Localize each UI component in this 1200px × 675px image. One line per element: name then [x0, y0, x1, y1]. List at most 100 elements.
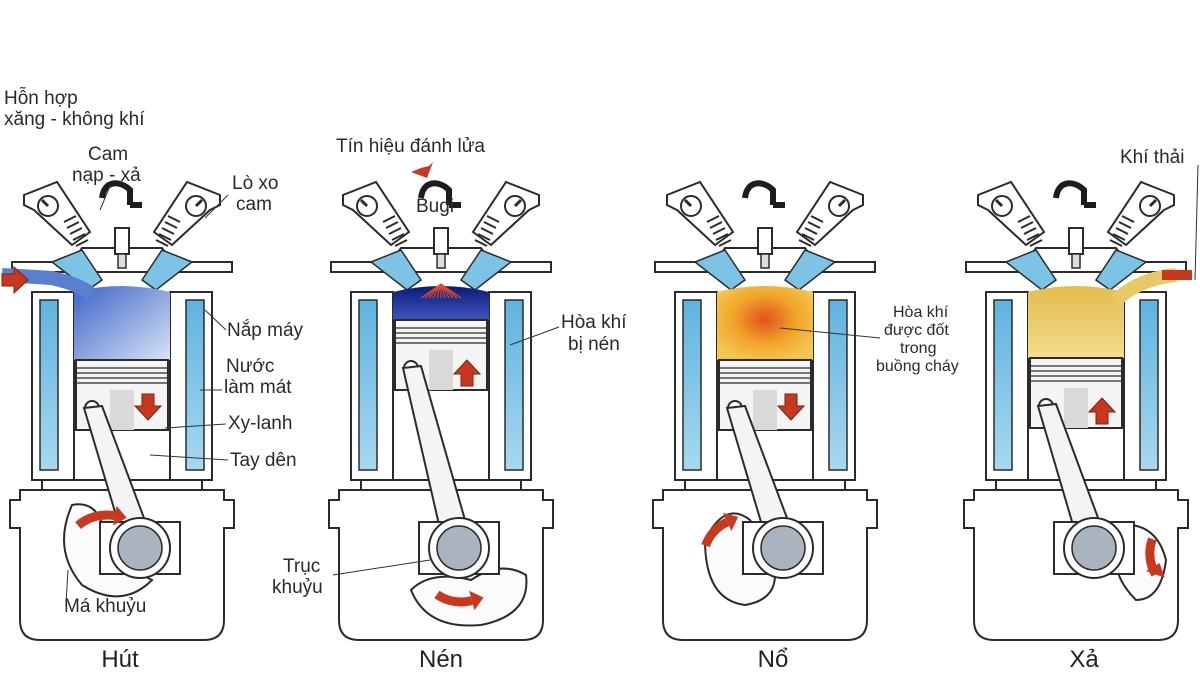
spring-right-coil — [486, 215, 500, 223]
crank-rotation-arrow-shaft — [701, 517, 730, 548]
coolant-jacket-right — [828, 299, 848, 471]
spring-right-coil — [798, 239, 812, 247]
label-spark-plug: Bugi — [416, 196, 455, 217]
coolant-jacket-right — [504, 299, 524, 471]
spring-right-coil — [158, 233, 172, 241]
spark-plug-tip — [117, 253, 127, 269]
rocker-housing-right — [152, 180, 221, 247]
label-exhaust-gas: Khí thải — [1120, 147, 1185, 168]
leader-crankshaft — [332, 559, 431, 576]
combustion-gas — [393, 286, 489, 320]
spark-plug — [114, 227, 130, 255]
spark-ray — [436, 283, 442, 299]
spring-left-coil — [391, 233, 405, 241]
label-connecting-rod: Tay dên — [230, 450, 297, 471]
spring-left-coil — [394, 239, 408, 247]
piston-skirt-shade — [110, 390, 134, 430]
label-burn-3: trong — [900, 340, 937, 357]
coolant-jacket-right — [185, 299, 205, 471]
spring-left-coil — [712, 227, 726, 235]
crank-rotation-arrow-head — [469, 590, 484, 611]
combustion-gas — [1028, 286, 1124, 358]
spring-right-coil — [807, 221, 821, 229]
coolant-jacket-left — [993, 299, 1013, 471]
label-cam-1: Cam — [88, 144, 129, 165]
spring-left-coil — [706, 215, 720, 223]
spring-left-coil — [69, 227, 83, 235]
spark-ray — [432, 283, 442, 299]
label-crank-web: Má khuỷu — [64, 596, 147, 617]
spring-left-coil — [75, 239, 89, 247]
exhaust-port — [1094, 249, 1148, 291]
crank-journal — [760, 525, 806, 571]
leader-connecting-rod — [149, 454, 229, 461]
piston-skirt-shade — [429, 350, 453, 390]
stroke-title-power: Nổ — [757, 646, 789, 673]
label-ignition-signal: Tín hiệu đánh lửa — [336, 136, 485, 157]
coolant-jacket-left — [682, 299, 702, 471]
rocker-housing-left — [977, 180, 1046, 247]
spring-left-coil — [1020, 221, 1034, 229]
intake-arrow — [1, 265, 29, 295]
label-cylinder-head: Nắp máy — [227, 320, 304, 341]
label-cylinder: Xy-lanh — [228, 413, 293, 434]
spark-plug — [757, 227, 773, 255]
label-spring-1: Lò xo — [232, 173, 279, 194]
label-burn-2: được đốt — [884, 322, 949, 339]
spark-ray — [440, 283, 462, 299]
piston-direction-arrow — [776, 393, 806, 421]
spring-left-coil — [72, 233, 86, 241]
spring-right-coil — [474, 239, 488, 247]
combustion-gas — [717, 286, 813, 360]
label-coolant-1: Nước — [226, 356, 275, 377]
label-cam-2: nạp - xả — [72, 165, 141, 186]
label-coolant-2: làm mát — [224, 377, 292, 398]
spring-right-coil — [804, 227, 818, 235]
spring-right-coil — [155, 239, 169, 247]
piston-skirt-shade — [753, 390, 777, 430]
label-crankshaft-2: khuỷu — [272, 577, 323, 598]
crank-journal — [1071, 525, 1117, 571]
engine-no — [652, 180, 878, 641]
leader-compressed-gas — [509, 326, 560, 346]
leader-spring — [204, 194, 229, 219]
intake-port — [369, 249, 423, 291]
spring-left-coil — [715, 233, 729, 241]
crank-rotation-arrow-head — [113, 505, 127, 526]
piston-direction-arrow — [133, 393, 163, 421]
rocker-housing-left — [342, 180, 411, 247]
spring-right-coil — [161, 227, 175, 235]
spring-right-coil — [1118, 221, 1132, 229]
coolant-jacket-left — [358, 299, 378, 471]
spring-right-coil — [1112, 233, 1126, 241]
exhaust-port — [140, 249, 194, 291]
spring-right-coil — [480, 227, 494, 235]
leader-crank-web — [65, 569, 69, 604]
ignition-arrow — [411, 162, 433, 178]
leader-cam — [99, 185, 111, 211]
intake-port — [1004, 249, 1058, 291]
rocker-housing-right — [1106, 180, 1175, 247]
cam-follower — [418, 180, 461, 208]
spring-left-coil — [66, 221, 80, 229]
spring-right-coil — [167, 215, 181, 223]
engine-nen — [328, 162, 554, 641]
leader-cylinder — [164, 423, 227, 429]
rocker-housing-right — [471, 180, 540, 247]
rocker-housing-left — [666, 180, 735, 247]
stroke-title-intake: Hút — [101, 646, 139, 673]
label-compressed-2: bị nén — [568, 334, 620, 355]
crank-rotation-arrow-head — [723, 512, 739, 531]
cam-follower — [742, 180, 785, 208]
coolant-jacket-left — [39, 299, 59, 471]
spark-plug — [433, 227, 449, 255]
cam-lobes — [359, 198, 523, 208]
stroke-title-compression: Nén — [418, 646, 464, 673]
label-burn-1: Hòa khí — [893, 304, 949, 321]
cam-lobes — [40, 198, 204, 208]
spring-left-coil — [1023, 227, 1037, 235]
spring-right-coil — [477, 233, 491, 241]
rocker-housing-right — [795, 180, 864, 247]
label-crankshaft-1: Trục — [283, 556, 321, 577]
